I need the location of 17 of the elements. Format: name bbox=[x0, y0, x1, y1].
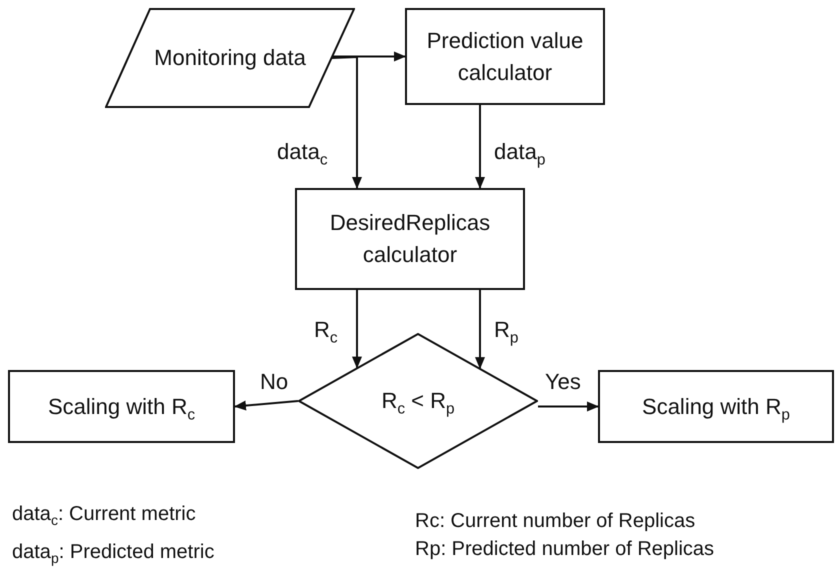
edge-label: data$_{c}$ bbox=[275, 140, 330, 164]
arrow bbox=[332, 56, 362, 189]
legend-note: Rp: Predicted number of Replicas bbox=[415, 538, 714, 561]
arrow bbox=[332, 52, 406, 62]
legend-note: data$_{p}$: Predicted metric bbox=[12, 541, 214, 564]
process-box: Prediction value calculator bbox=[405, 8, 605, 105]
arrow bbox=[538, 402, 599, 412]
process-box: Scaling with R$_{c}$ bbox=[8, 370, 235, 443]
arrow bbox=[475, 290, 485, 370]
arrow bbox=[352, 290, 362, 369]
legend-note: data$_{c}$: Current metric bbox=[12, 503, 196, 526]
process-box: DesiredReplicas calculator bbox=[295, 188, 525, 290]
arrow bbox=[234, 400, 298, 411]
data-parallelogram: Monitoring data bbox=[105, 8, 355, 108]
legend-note: Rc: Current number of Replicas bbox=[415, 510, 696, 533]
process-box: Scaling with R$_{p}$ bbox=[598, 370, 834, 443]
arrow bbox=[475, 105, 485, 189]
